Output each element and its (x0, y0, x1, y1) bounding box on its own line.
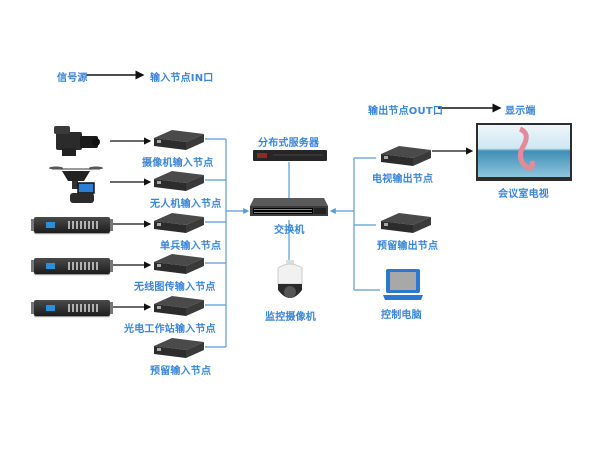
control-pc-label: 控制电脑 (381, 310, 422, 321)
input-node-icon (154, 338, 204, 358)
control-pc-icon (383, 269, 423, 300)
input-node-label: 无线图传输入节点 (134, 282, 216, 293)
tv-output-node-label: 电视输出节点 (372, 174, 434, 185)
camera-label: 监控摄像机 (265, 312, 316, 323)
conference-tv-icon (476, 123, 572, 181)
legend-source-label: 信号源 (57, 73, 88, 84)
reserved-output-node-icon (381, 213, 431, 233)
camcorder-icon (54, 126, 100, 156)
input-node-label: 光电工作站输入节点 (124, 324, 216, 335)
legend-input-node-label: 输入节点IN口 (150, 73, 214, 84)
input-node-icon (154, 296, 204, 316)
drone-icon (49, 166, 103, 203)
rack-device-icon (31, 217, 113, 233)
input-node-icon (154, 171, 204, 191)
legend-display-label: 显示端 (505, 106, 536, 117)
input-node-label: 预留输入节点 (150, 366, 212, 377)
input-node-icon (154, 254, 204, 274)
reserved-output-node-label: 预留输出节点 (377, 241, 439, 252)
server-label: 分布式服务器 (258, 138, 320, 149)
input-node-label: 单兵输入节点 (160, 241, 222, 252)
input-node-label: 无人机输入节点 (150, 199, 222, 210)
legend-output-node-label: 输出节点OUT口 (368, 106, 444, 117)
input-node-label: 摄像机输入节点 (142, 158, 214, 169)
input-node-icon (154, 130, 204, 150)
network-switch-icon (250, 198, 328, 216)
surveillance-camera-icon (277, 260, 303, 298)
conference-tv-label: 会议室电视 (498, 189, 549, 200)
rack-device-icon (31, 300, 113, 316)
switch-label: 交换机 (274, 225, 305, 236)
distributed-server-icon (253, 150, 327, 161)
rack-device-icon (31, 258, 113, 274)
input-node-icon (154, 213, 204, 233)
tv-output-node-icon (381, 146, 431, 166)
